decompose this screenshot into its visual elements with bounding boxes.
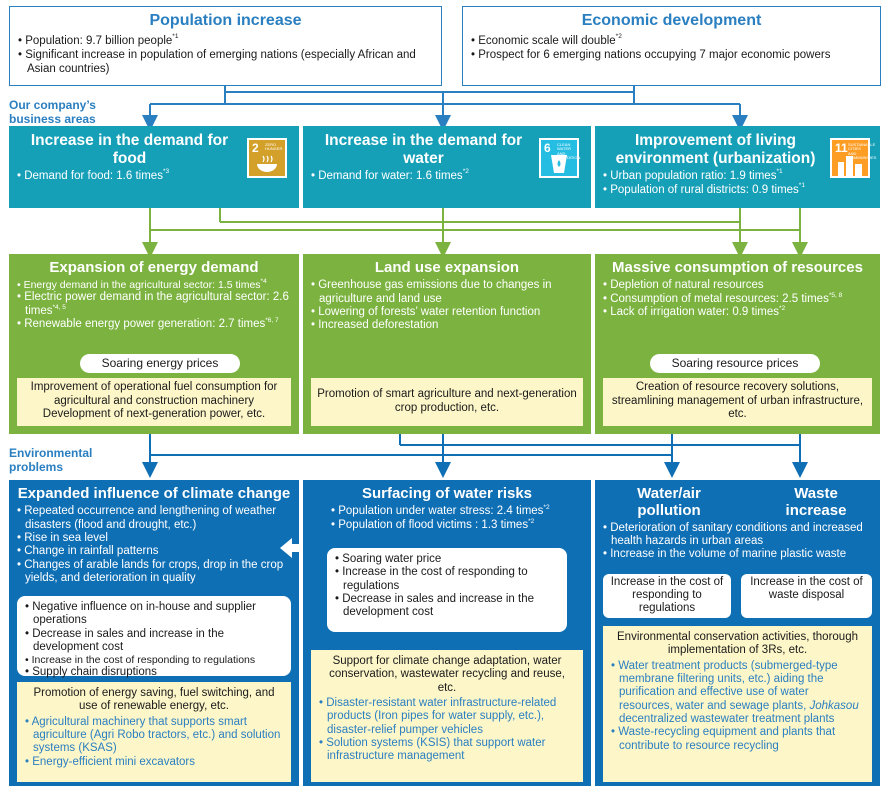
land-solution-box: Promotion of smart agriculture and next-… <box>311 378 583 426</box>
pollution-solution-head: Environmental conservation activities, t… <box>617 631 858 657</box>
economy-bullet: • Prospect for 6 emerging nations occupy… <box>471 48 831 61</box>
energy-solution-box: Improvement of operational fuel consumpt… <box>17 378 291 426</box>
climate-effect: • Increase in the cost of responding to … <box>25 654 256 667</box>
city-buildings-icon <box>838 156 862 176</box>
food-demand-bullet: • Demand for food: 1.6 times*3 <box>17 168 170 182</box>
water-effect: • Decrease in sales and increase in the … <box>335 592 535 619</box>
water-air-pollution-title: Water/air pollution <box>637 485 701 520</box>
economy-title: Economic development <box>581 12 762 29</box>
water-demand-title: Increase in the demand for water <box>324 132 523 167</box>
land-bullet: • Increased deforestation <box>311 319 439 332</box>
climate-solution-item: • Energy-efficient mini excavators <box>25 755 196 768</box>
water-effect: • Increase in the cost of responding to … <box>335 566 528 592</box>
soaring-energy-prices-pill: Soaring energy prices <box>80 354 240 373</box>
urbanization-title: Improvement of living environment (urban… <box>615 132 816 167</box>
environmental-problems-label: Environmental problems <box>9 446 93 475</box>
regulation-cost-box: Increase in the cost of responding to re… <box>603 574 731 618</box>
climate-effect: • Decrease in sales and increase in the … <box>25 627 225 653</box>
food-demand-title: Increase in the demand for food <box>30 132 229 167</box>
population-title: Population increase <box>149 12 302 29</box>
resource-consumption-title: Massive consumption of resources <box>612 259 863 276</box>
water-solution-head: Support for climate change adaptation, w… <box>329 655 565 694</box>
climate-bullet: • Repeated occurrence and lengthening of… <box>17 505 277 531</box>
land-bullet: • Greenhouse gas emissions due to change… <box>311 279 552 305</box>
water-risk-bullet: • Population of flood victims : 1.3 time… <box>331 517 535 531</box>
climate-effects-box: • Negative influence on in-house and sup… <box>17 596 291 679</box>
energy-demand-title: Expansion of energy demand <box>49 259 259 276</box>
land-bullet: • Lowering of forests’ water retention f… <box>311 305 541 318</box>
business-areas-label: Our company’s business areas <box>9 98 96 127</box>
climate-bullet: • Change in rainfall patterns <box>17 545 159 558</box>
energy-bullet: • Energy demand in the agricultural sect… <box>17 278 267 292</box>
waste-disposal-cost-box: Increase in the cost of waste disposal <box>741 574 872 618</box>
soaring-resource-prices-pill: Soaring resource prices <box>650 354 820 373</box>
resource-bullet: • Consumption of metal resources: 2.5 ti… <box>603 291 843 305</box>
climate-solution-item: • Agricultural machinery that supports s… <box>25 715 281 755</box>
pollution-solution-item: • Water treatment products (submerged-ty… <box>611 659 859 725</box>
climate-effect: • Negative influence on in-house and sup… <box>25 601 256 627</box>
population-increase-box: Population increase • Population: 9.7 bi… <box>9 6 442 86</box>
climate-bullet: • Rise in sea level <box>17 531 108 544</box>
waste-increase-title: Waste increase <box>785 485 847 520</box>
water-solution-box: Support for climate change adaptation, w… <box>311 650 583 782</box>
resource-solution-box: Creation of resource recovery solutions,… <box>603 378 872 426</box>
urbanization-bullet: • Population of rural districts: 0.9 tim… <box>603 182 805 197</box>
urbanization-box: Improvement of living environment (urban… <box>595 126 880 208</box>
water-demand-box: Increase in the demand for water • Deman… <box>303 126 591 208</box>
energy-bullet: • Electric power demand in the agricultu… <box>17 291 289 317</box>
water-demand-bullet: • Demand for water: 1.6 times*2 <box>311 168 469 182</box>
economic-development-box: Economic development • Economic scale wi… <box>462 6 881 86</box>
economy-bullet: • Economic scale will double*2 <box>471 32 622 47</box>
population-bullet: • Significant increase in population of … <box>18 48 416 75</box>
population-bullet: • Population: 9.7 billion people*1 <box>18 32 179 47</box>
climate-solution-head: Promotion of energy saving, fuel switchi… <box>33 687 275 713</box>
water-glass-icon <box>551 155 567 173</box>
water-effect: • Soaring water price <box>335 553 442 565</box>
energy-bullet: • Renewable energy power generation: 2.7… <box>17 317 279 331</box>
pollution-bullet: • Increase in the volume of marine plast… <box>603 548 847 561</box>
climate-change-title: Expanded influence of climate change <box>17 485 291 502</box>
sdg-zero-hunger-icon: 2 ZERO HUNGER <box>247 138 287 178</box>
climate-solution-box: Promotion of energy saving, fuel switchi… <box>17 682 291 782</box>
resource-bullet: • Depletion of natural resources <box>603 279 764 292</box>
pollution-solution-box: Environmental conservation activities, t… <box>603 626 872 782</box>
water-risks-title: Surfacing of water risks <box>361 485 533 502</box>
sdg-clean-water-icon: 6 CLEAN WATER AND SANITATION <box>539 138 580 178</box>
sdg-sustainable-cities-icon: 11 SUSTAINABLE CITIES AND COMMUNITIES <box>830 138 876 178</box>
water-solution-item: • Disaster-resistant water infrastructur… <box>319 696 557 736</box>
food-demand-box: Increase in the demand for food • Demand… <box>9 126 299 208</box>
water-effects-box: • Soaring water price • Increase in the … <box>327 548 567 632</box>
bowl-icon <box>257 155 277 172</box>
water-solution-item: • Solution systems (KSIS) that support w… <box>319 736 546 763</box>
land-use-title: Land use expansion <box>374 259 520 276</box>
urbanization-bullet: • Urban population ratio: 1.9 times*1 <box>603 168 783 182</box>
pollution-bullet: • Deterioration of sanitary conditions a… <box>603 521 863 547</box>
pollution-solution-item: • Waste-recycling equipment and plants t… <box>611 726 836 752</box>
climate-effect: • Supply chain disruptions <box>25 666 157 679</box>
resource-bullet: • Lack of irrigation water: 0.9 times*2 <box>603 304 786 318</box>
climate-bullet: • Changes of arable lands for crops, dro… <box>17 558 284 584</box>
water-risk-bullet: • Population under water stress: 2.4 tim… <box>331 504 550 518</box>
